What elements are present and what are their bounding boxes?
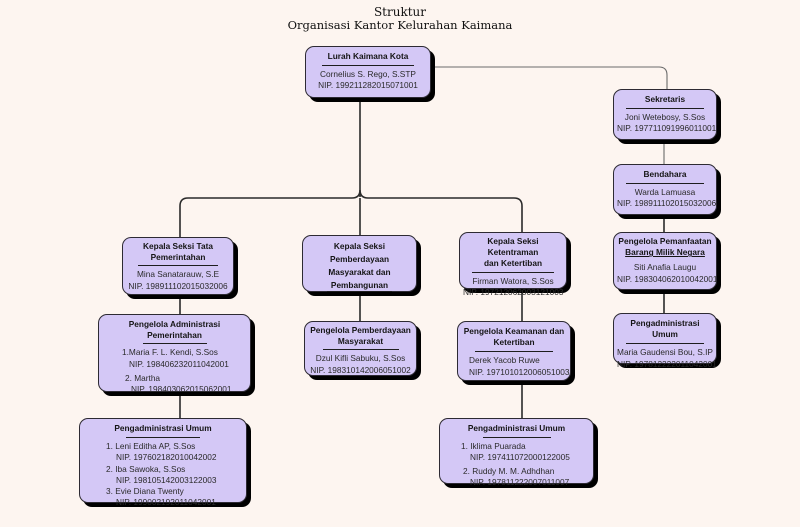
position-title: Bendahara — [643, 169, 687, 179]
org-box-bendahara[interactable]: Bendahara Warda Lamuasa NIP. 19891110201… — [613, 164, 717, 215]
position-title-line1: Pengelola Pemanfaatan — [618, 236, 712, 246]
connector-lurah-sekretaris — [431, 66, 668, 89]
official-nip: NIP. 197212062003121003 — [463, 286, 564, 297]
position-title-line1: Pengelola Pemberdayaan — [310, 325, 411, 335]
official-nip: NIP. 198911102015032006 — [128, 280, 228, 291]
position-title: Pengadministrasi Umum — [467, 423, 566, 433]
member-nip: NIP. 197411072000122005 — [470, 452, 570, 463]
position-title: Kepala Seksi Pemberdayaan Masyarakat dan… — [306, 240, 413, 295]
position-title: Pengelola Pemberdayaan Masyarakat — [308, 325, 413, 349]
org-box-lurah[interactable]: Lurah Kaimana Kota Cornelius S. Rego, S.… — [305, 46, 431, 98]
position-title-line2: Pemerintahan — [147, 330, 202, 341]
position-title-line2: Ketertiban — [493, 337, 535, 348]
member-name: 2. Ruddy M. M. Adhdhan — [463, 465, 555, 476]
member-name: 2. Martha — [125, 372, 161, 383]
member-nip: NIP. 199002192011042001 — [116, 497, 216, 508]
position-title-line2: dan Ketertiban — [483, 258, 543, 269]
position-title-line1: Kepala Seksi Ketentraman — [487, 236, 539, 258]
org-box-sekretaris[interactable]: Sekretaris Joni Wetebosy, S.Sos NIP. 197… — [613, 89, 717, 140]
member-name: 2. Iba Sawoka, S.Sos — [106, 463, 186, 474]
divider — [626, 108, 704, 110]
org-box-pengadmin-sekretariat[interactable]: Pengadministrasi Umum Maria Gaudensi Bou… — [613, 313, 717, 369]
divider — [142, 343, 207, 345]
org-box-pengelola-admin-pemerintahan[interactable]: Pengelola Administrasi Pemerintahan 1.Ma… — [98, 314, 251, 394]
org-box-pengelola-bmn[interactable]: Pengelola Pemanfaatan Barang Milik Negar… — [613, 232, 717, 290]
divider — [475, 351, 553, 353]
member-nip: NIP. 198403062015062001 — [131, 383, 232, 394]
org-box-kasi-pemerintahan[interactable]: Kepala Seksi Tata Pemerintahan Mina Sana… — [122, 237, 234, 295]
position-title: Pengelola Keamanan dan Ketertiban — [461, 326, 567, 351]
official-nip: NIP. 197711091996011001 — [617, 123, 717, 134]
chart-title-line2: Organisasi Kantor Kelurahan Kaimana — [287, 18, 513, 32]
org-box-pengelola-pemberdayaan[interactable]: Pengelola Pemberdayaan Masyarakat Dzul K… — [304, 321, 417, 376]
official-nip: NIP. 198310142006051002 — [310, 364, 411, 375]
position-title: Pengadministrasi Umum — [114, 423, 212, 433]
position-title-line2: Masyarakat — [337, 336, 384, 347]
org-box-kasi-pemberdayaan[interactable]: Kepala Seksi Pemberdayaan Masyarakat dan… — [302, 235, 417, 295]
member-nip: NIP. 197602182010042002 — [116, 452, 217, 463]
official-nip: NIP. 199211282015071001 — [318, 80, 418, 91]
position-title-line1: Pengelola Administrasi — [128, 319, 221, 329]
official-name: Firman Watora, S.Sos — [472, 275, 554, 286]
member-name: 1. Leni Editha AP, S.Sos — [106, 441, 196, 452]
official-nip: NIP. 197812222011042001 — [617, 358, 717, 369]
member-nip: NIP. 198105142003122003 — [116, 474, 217, 485]
divider — [138, 265, 218, 267]
position-title: Kepala Seksi Ketentraman dan Ketertiban — [463, 236, 563, 272]
divider — [126, 437, 200, 439]
official-name: Joni Wetebosy, S.Sos — [624, 112, 706, 123]
divider — [472, 271, 554, 273]
org-box-pengelola-keamanan[interactable]: Pengelola Keamanan dan Ketertiban Derek … — [457, 321, 571, 381]
position-title-line2: Barang Milik Negara — [625, 247, 705, 258]
divider — [626, 343, 704, 345]
position-title: Sekretaris — [644, 94, 686, 104]
official-name: Warda Lamuasa — [634, 187, 696, 198]
position-title: Kepala Seksi Tata Pemerintahan — [126, 241, 230, 265]
position-title: Pengadministrasi Umum — [630, 318, 700, 340]
divider — [626, 183, 704, 185]
official-name: Derek Yacob Ruwe — [469, 355, 540, 366]
position-title: Pengelola Administrasi Pemerintahan — [102, 319, 247, 343]
divider — [322, 349, 399, 351]
position-title-line2: Masyarakat dan — [328, 266, 391, 277]
position-title-line1: Kepala Seksi Tata — [143, 241, 213, 251]
position-title-line1: Pengelola Keamanan dan — [463, 326, 565, 336]
position-title-line3: Pembangunan — [326, 279, 393, 293]
position-title: Pengelola Pemanfaatan Barang Milik Negar… — [617, 236, 713, 259]
member-name: 1. Iklima Puarada — [461, 441, 526, 452]
org-box-kasi-ketentraman[interactable]: Kepala Seksi Ketentraman dan Ketertiban … — [459, 232, 567, 297]
connector-branch-bar — [179, 189, 523, 240]
official-nip: NIP. 197101012006051003 — [469, 366, 570, 377]
official-nip: NIP. 198911102015032006 — [617, 198, 717, 209]
official-name: Cornelius S. Rego, S.STP — [320, 69, 416, 80]
member-nip: NIP. 198406232011042001 — [129, 358, 229, 369]
org-box-pengadmin-pemerintahan[interactable]: Pengadministrasi Umum 1. Leni Editha AP,… — [79, 418, 247, 507]
official-name: Siti Anafia Laugu — [633, 262, 697, 273]
org-box-pengadmin-ketentraman[interactable]: Pengadministrasi Umum 1. Iklima Puarada … — [439, 418, 594, 487]
official-name: Maria Gaudensi Bou, S.IP — [617, 347, 713, 358]
official-nip: NIP. 198304062010042001 — [617, 273, 718, 284]
divider — [482, 437, 551, 439]
position-title-line1: Kepala Seksi Pemberdayaan — [329, 241, 390, 264]
official-name: Dzul Kifli Sabuku, S.Sos — [315, 353, 406, 364]
member-name: 3. Evie Diana Twenty — [106, 485, 184, 496]
position-title-line2: Pemerintahan — [150, 252, 206, 263]
chart-title-line1: Struktur — [373, 5, 427, 19]
member-nip: NIP. 197811222007011007 — [470, 476, 570, 487]
member-name: 1.Maria F. L. Kendi, S.Sos — [122, 347, 218, 358]
position-title: Lurah Kaimana Kota — [327, 51, 409, 61]
divider — [322, 65, 414, 67]
official-name: Mina Sanatarauw, S.E — [136, 269, 220, 280]
